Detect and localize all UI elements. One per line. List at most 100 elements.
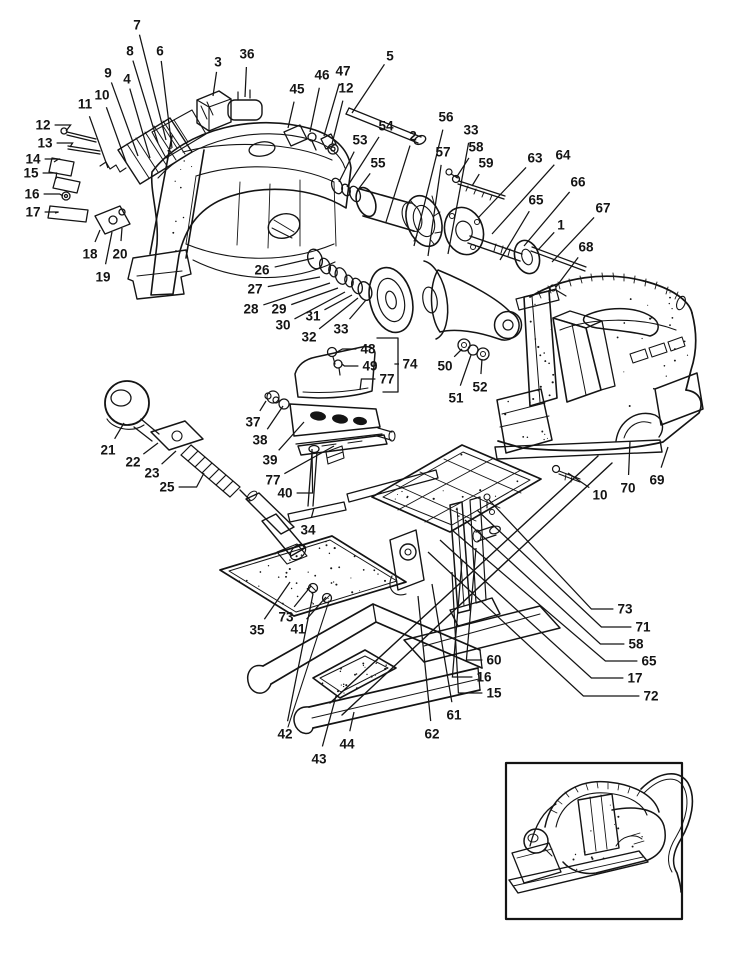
leader-line-65 xyxy=(499,210,530,261)
part-label-53-23: 53 xyxy=(352,133,368,148)
leader-line-9 xyxy=(110,82,139,157)
part-label-32-45: 32 xyxy=(301,330,316,345)
leader-line-33 xyxy=(447,142,470,255)
leader-line-16 xyxy=(451,559,473,678)
speckle-dot xyxy=(385,664,387,666)
part-label-12-14: 12 xyxy=(35,118,50,133)
speckle-dot xyxy=(460,453,463,456)
speckle-dot xyxy=(548,298,551,300)
part-label-42-70: 42 xyxy=(277,727,292,742)
speckle-dot xyxy=(355,687,359,690)
leader-line-6 xyxy=(160,60,173,149)
speckle-dot xyxy=(375,662,377,665)
part-label-23-56: 23 xyxy=(144,466,160,481)
inset-assembled-planer-art xyxy=(504,761,694,921)
part-label-66-34: 66 xyxy=(570,175,586,190)
leader-line-46 xyxy=(309,87,320,133)
speckle-dot xyxy=(616,336,619,339)
part-label-10-5: 10 xyxy=(94,88,109,103)
part-label-17-19: 17 xyxy=(25,205,40,220)
part-label-16-18: 16 xyxy=(24,187,40,202)
part-label-16-80: 16 xyxy=(476,670,492,685)
leader-line-62 xyxy=(417,595,432,722)
leader-line-41 xyxy=(306,596,327,620)
leader-line-31 xyxy=(324,294,353,311)
speckle-dot xyxy=(300,554,303,556)
speckle-dot xyxy=(321,682,324,685)
part-label-43-71: 43 xyxy=(311,752,327,767)
speckle-dot xyxy=(354,673,356,676)
part-label-67-37: 67 xyxy=(595,201,610,216)
speckle-dot xyxy=(669,292,671,294)
speckle-dot xyxy=(167,149,170,152)
speckle-dot xyxy=(174,180,176,182)
gear-housing-art xyxy=(127,121,352,300)
part-label-74-49: 74 xyxy=(402,357,418,372)
speckle-dot xyxy=(516,480,519,483)
leader-line-51 xyxy=(459,354,472,386)
speckle-dot xyxy=(628,405,631,407)
leader-line-17 xyxy=(44,211,59,214)
knob-spring-art xyxy=(104,380,308,565)
speckle-dot xyxy=(362,662,365,665)
speckle-dot xyxy=(537,389,540,392)
top-fasteners-art xyxy=(283,107,427,155)
part-label-8-1: 8 xyxy=(126,44,134,59)
leader-line-54 xyxy=(346,136,380,188)
leader-line-64 xyxy=(491,164,555,235)
speckle-dot xyxy=(650,316,653,319)
leader-line-27 xyxy=(267,276,321,288)
leader-line-13 xyxy=(56,142,74,148)
part-label-7-0: 7 xyxy=(133,18,141,33)
front-shoe-art xyxy=(219,535,407,728)
part-label-56-26: 56 xyxy=(438,110,454,125)
leader-line-68 xyxy=(555,257,579,288)
leader-line-22 xyxy=(142,442,159,455)
speckle-dot xyxy=(663,364,666,367)
speckle-dot xyxy=(522,436,525,438)
speckle-dot xyxy=(339,670,342,673)
part-label-48-47: 48 xyxy=(360,342,376,357)
part-label-60-79: 60 xyxy=(486,653,501,668)
leader-line-39 xyxy=(278,421,305,451)
speckle-dot xyxy=(170,147,172,150)
speckle-dot xyxy=(342,683,345,686)
speckle-dot xyxy=(182,216,185,219)
part-label-31-44: 31 xyxy=(305,309,321,324)
speckle-dot xyxy=(175,220,177,223)
speckle-dot xyxy=(295,582,298,584)
part-label-49-48: 49 xyxy=(362,359,377,374)
speckle-dot xyxy=(641,337,643,340)
speckle-dot xyxy=(245,579,248,582)
speckle-dot xyxy=(531,295,533,297)
speckle-dot xyxy=(432,497,435,500)
part-label-25-57: 25 xyxy=(159,480,175,495)
part-label-63-32: 63 xyxy=(527,151,543,166)
part-label-71-74: 71 xyxy=(635,620,651,635)
leader-line-73 xyxy=(293,585,312,608)
speckle-dot xyxy=(374,674,376,676)
part-label-26-39: 26 xyxy=(254,263,270,278)
speckle-dot xyxy=(617,815,620,818)
part-label-58-75: 58 xyxy=(628,637,644,652)
part-label-13-15: 13 xyxy=(37,136,53,151)
part-label-46-10: 46 xyxy=(314,68,330,83)
part-label-41-69: 41 xyxy=(290,622,306,637)
part-label-6-2: 6 xyxy=(156,44,164,59)
speckle-dot xyxy=(396,493,399,496)
speckle-dot xyxy=(534,338,537,340)
speckle-dot xyxy=(370,675,373,678)
speckle-dot xyxy=(258,585,260,587)
speckle-dot xyxy=(325,540,327,543)
speckle-dot xyxy=(590,856,593,859)
part-label-20-22: 20 xyxy=(112,247,127,262)
leader-line-40 xyxy=(296,448,314,494)
leader-line-53 xyxy=(338,151,355,183)
speckle-dot xyxy=(590,830,592,832)
speckle-dot xyxy=(623,322,626,324)
texture-speckles xyxy=(167,147,689,871)
speckle-dot xyxy=(296,595,299,598)
leader-line-52 xyxy=(480,358,483,375)
leader-line-26 xyxy=(274,257,315,268)
